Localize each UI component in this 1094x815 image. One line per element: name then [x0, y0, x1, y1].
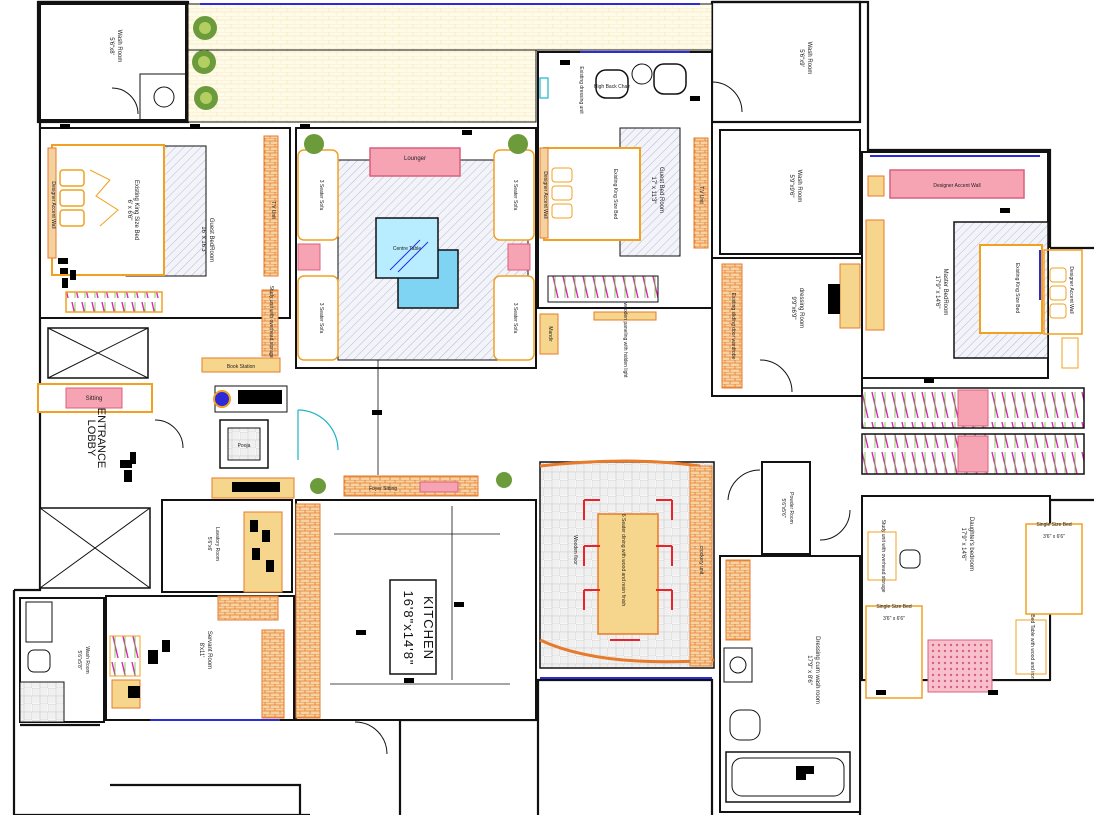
furniture-label: 3 Seater Sofa: [318, 180, 324, 211]
furniture-label: T.V Unit: [270, 201, 276, 219]
furniture-label: Designer Accent Wall: [542, 171, 548, 218]
furniture-label: Wooden floor: [572, 535, 578, 565]
room-label: Wash Room: [116, 30, 122, 63]
furniture-label: High Back Chair: [594, 84, 630, 90]
wardrobe-east: [861, 387, 1085, 475]
chair-icon: [583, 499, 673, 641]
terrace: [187, 3, 713, 51]
furniture-label: Mandir: [547, 326, 553, 342]
room-guest-bed-centre: Designer Accent Wall Existing King Size …: [537, 51, 713, 378]
room-label: Dressing cum wash room: [814, 636, 820, 704]
room-size: 16' x 16'3": [200, 226, 206, 253]
room-size: LOBBY: [85, 420, 97, 457]
room-label: ENTRANCE: [95, 408, 107, 469]
room-size: 16'8"x14'8": [401, 590, 416, 665]
furniture-label: Study unit with overhead storage: [880, 520, 886, 593]
furniture-label: crockery unit: [698, 546, 704, 575]
room-label: Wash Room: [796, 170, 802, 203]
furniture-label: 3'6" x 6'6": [1043, 534, 1065, 540]
furniture-label: Single Size Bed: [1036, 522, 1072, 528]
room-servant: Servant Room 8'x11': [105, 595, 295, 721]
room-size: 5'6"x5'6": [780, 498, 786, 517]
furniture-label: Bed Table with wood and iron: [1029, 614, 1035, 679]
room-size: 8'x11': [198, 643, 204, 658]
furniture-label: Sitting: [86, 396, 103, 402]
furniture-label: Single Size Bed: [876, 604, 912, 610]
room-label: KITCHEN: [421, 596, 436, 660]
furniture-label: 6 Seater dining with wood and resin fini…: [620, 514, 626, 606]
bed-pillows: [59, 169, 119, 227]
furniture-label: Designer Accent Wall: [50, 181, 56, 228]
dimension-tags: [60, 60, 1010, 780]
room-wash-west: Wash Room 5'6"x5'8": [19, 597, 105, 723]
room-label: dressing Room: [798, 288, 804, 328]
room-label: Wash Room: [806, 42, 812, 75]
room-wash-nw: Wash Room 5'6"x8': [39, 3, 187, 121]
room-size: 5'9"x9'6": [788, 175, 794, 198]
furniture-label: Lounger: [404, 156, 426, 162]
room-label: Lavatory Room: [214, 527, 220, 561]
entrance-lobby: Sitting ENTRANCE LOBBY Pooja Book Statio…: [37, 357, 339, 482]
room-size: 17'9" x 8'6": [806, 655, 812, 685]
windows: [150, 51, 1041, 721]
furniture-label: Existing King Size Bed: [1014, 263, 1020, 314]
furniture-label: Existing King Size Bed: [133, 180, 139, 240]
furniture-label: Designer Accent Wall: [1068, 266, 1074, 313]
room-guest-bed-west: Designer Accent Wall Existing King Size …: [39, 127, 291, 359]
furniture-label: wooden paneling with hidden light: [622, 302, 628, 378]
furniture-label: Centre Table: [393, 246, 421, 252]
room-size: 17'9" x 14'6": [960, 528, 966, 561]
room-label: Guest Bed Room: [658, 167, 664, 213]
furniture-label: Foyer Sitting: [369, 486, 397, 492]
chair-icon: [595, 63, 687, 99]
room-size: 5'6"x9': [798, 49, 804, 66]
room-label: Master BedRoom: [942, 269, 948, 316]
lift-shaft: [39, 327, 151, 589]
furniture-label: Existing King Size Bed: [612, 169, 618, 220]
furniture-label: Existing sliding door wardrobe: [730, 293, 736, 360]
room-size: 9'9"x6'9": [790, 297, 796, 320]
furniture-label: T.V Unit: [698, 186, 704, 204]
room-label: Daughter's bedroom: [968, 517, 974, 571]
furniture-label: 3 Seater Sofa: [512, 180, 518, 211]
furniture-label: Study unit with overhead storage: [268, 286, 274, 359]
furniture-label: Designer Accent Wall: [933, 183, 980, 189]
furniture-label: Book Station: [227, 364, 256, 370]
room-size: 5'6"x6': [206, 537, 212, 552]
room-powder: Powder Room 5'6"x5'6": [727, 461, 851, 555]
room-living: Lounger 3 Seater Sofa 3 Seater Sofa 3 Se…: [295, 127, 537, 475]
furniture-label: 3 Seater Sofa: [512, 303, 518, 334]
room-master-bed: Designer Accent Wall Designer Accent Wal…: [861, 151, 1083, 379]
sofa-icon: [297, 149, 535, 361]
room-daughters-bed: Daughter's bedroom 17'9" x 14'6" Single …: [861, 495, 1083, 699]
room-dressing-wash: Dressing cum wash room 17'9" x 8'6": [719, 555, 861, 813]
furniture-label: 3'6" x 6'6": [883, 616, 905, 622]
room-size: 17' x 11'3": [650, 177, 656, 204]
room-size: 5'6"x5'8": [76, 650, 82, 669]
room-size: 5'6"x8': [108, 37, 114, 54]
furniture-label: 3 Seater Sofa: [318, 303, 324, 334]
room-lavatory: Lavatory Room 5'6"x6': [161, 499, 293, 593]
room-label: Pooja: [238, 443, 251, 449]
room-label: Servant Room: [206, 631, 212, 669]
plant-icon: [192, 16, 218, 110]
room-wash-ne: Wash Room 5'6"x9' Wash Room 5'9"x9'6": [711, 42, 861, 255]
room-dining: crockery unit 6 Seater dining with wood …: [539, 459, 715, 669]
room-label: Guest BedRoom: [208, 218, 214, 262]
furniture-label: Existing dressing unit: [578, 66, 584, 114]
foyer: Foyer Sitting: [211, 472, 512, 499]
room-size: 17'9" x 14'6": [934, 276, 940, 309]
room-label: Wash Room: [84, 646, 90, 673]
room-label: Powder Room: [788, 492, 794, 524]
furniture-label: 6' x 6'6": [126, 200, 132, 221]
room-dressing: Existing sliding door wardrobe dressing …: [711, 257, 863, 397]
room-kitchen: KITCHEN 16'8"x14'8": [295, 499, 537, 755]
